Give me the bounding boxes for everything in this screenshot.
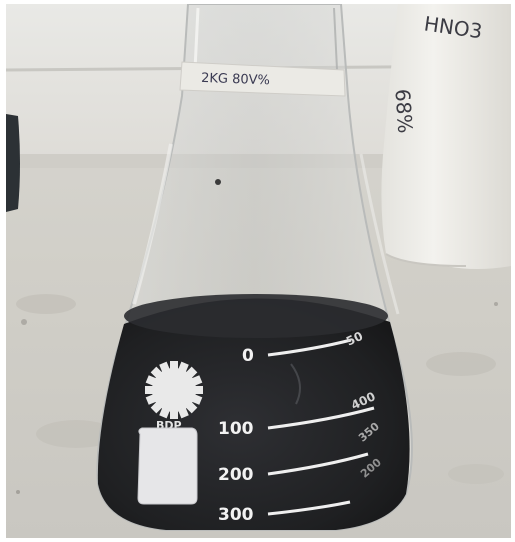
graduation-labels-left: 0 100 200 300 bbox=[218, 346, 254, 525]
graduation-label: 200 bbox=[218, 465, 254, 485]
bdp-cog-logo bbox=[145, 361, 203, 419]
bottle-label-line2: 68% bbox=[390, 88, 417, 134]
graduation-marks bbox=[267, 338, 375, 516]
dark-object-left bbox=[6, 114, 20, 212]
graduation-label: 50 bbox=[344, 329, 365, 349]
graduation-label: 0 bbox=[242, 346, 254, 366]
flask-photo: HNO3 68% 2KG 80V% bbox=[6, 4, 511, 538]
flask-tape-text: 2KG 80V% bbox=[201, 71, 270, 88]
hno3-bottle: HNO3 68% bbox=[381, 4, 511, 269]
speck bbox=[215, 179, 221, 185]
photo-frame: HNO3 68% 2KG 80V% bbox=[6, 4, 511, 538]
graduation-label: 300 bbox=[218, 505, 254, 525]
bench-stains bbox=[16, 294, 504, 494]
flask-tape-label: 2KG 80V% bbox=[179, 61, 346, 97]
writing-patch bbox=[137, 427, 198, 505]
graduation-label: 100 bbox=[218, 419, 254, 439]
